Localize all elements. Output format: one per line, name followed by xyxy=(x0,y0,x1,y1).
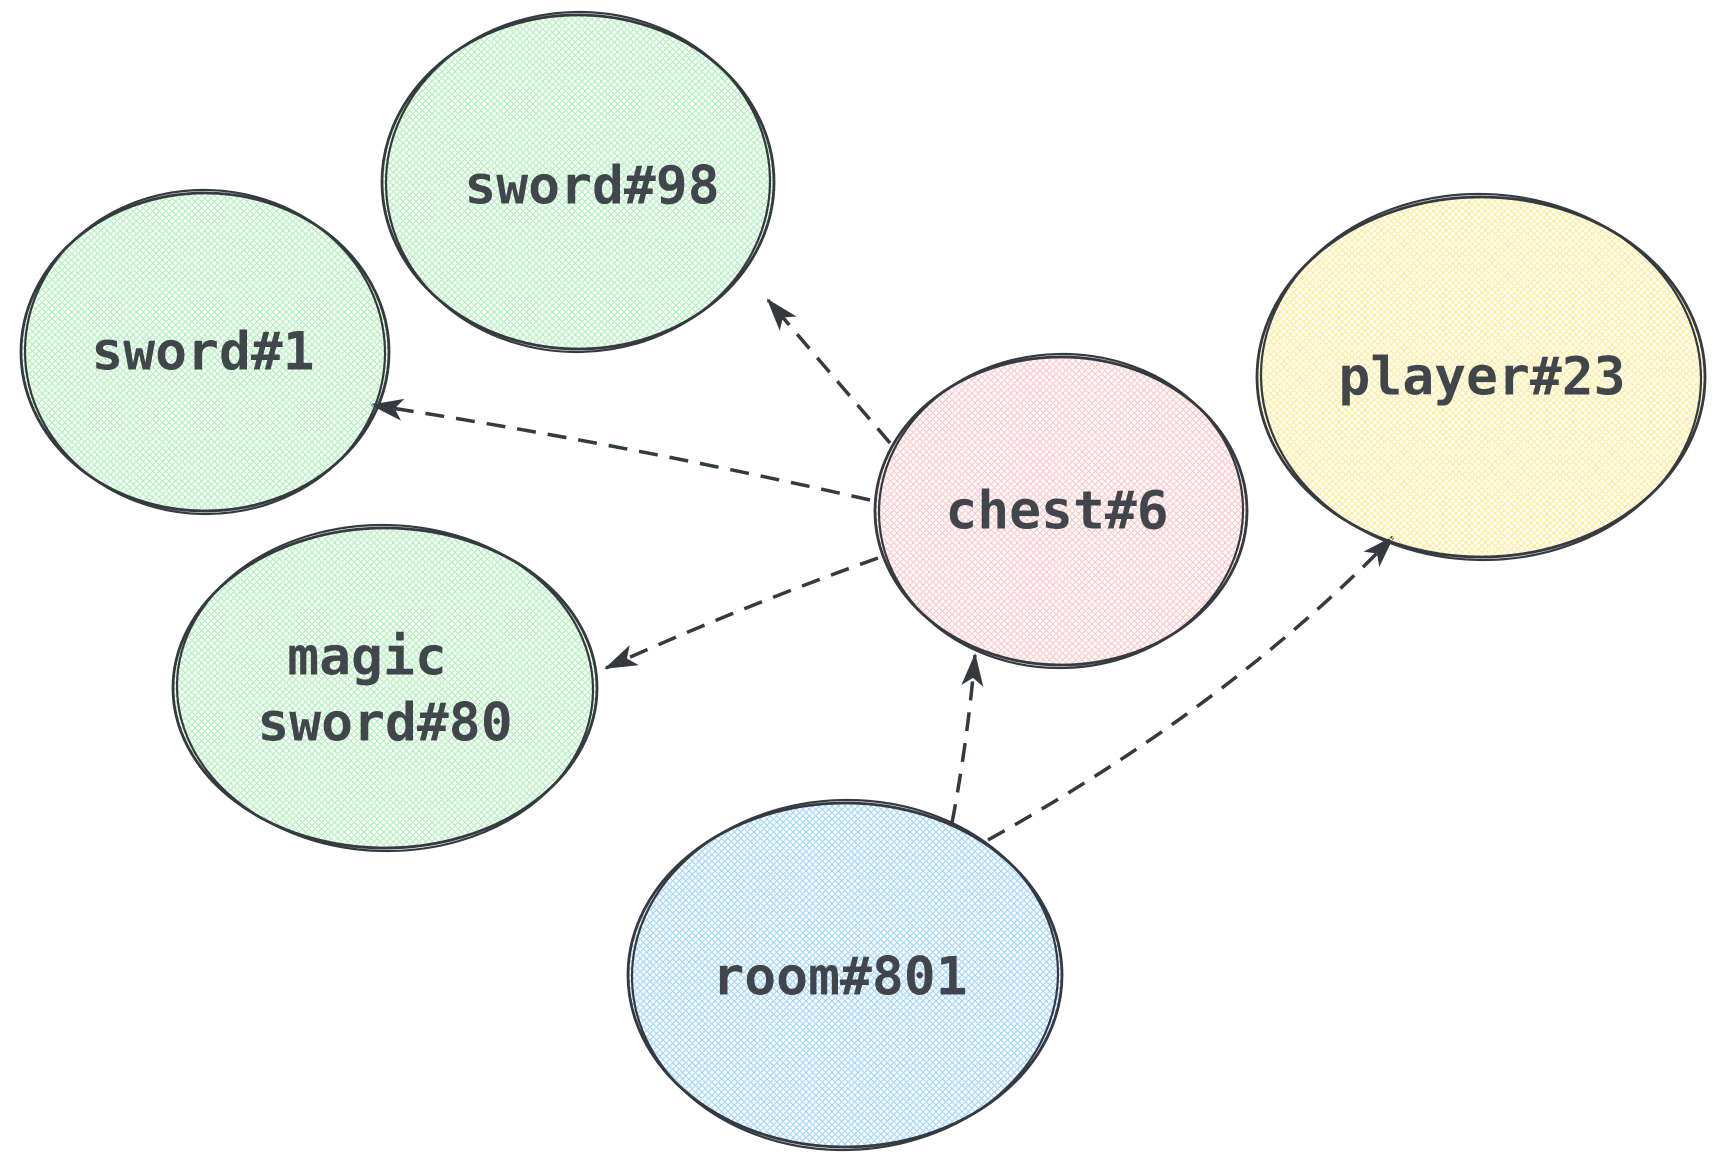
node-sword98-sketch-outline xyxy=(384,10,772,354)
node-room801-ellipse[interactable] xyxy=(626,801,1064,1149)
node-magic-sword80-sketch-outline xyxy=(175,523,595,853)
node-player23-ellipse[interactable] xyxy=(1255,195,1707,559)
node-chest6-label: chest#6 xyxy=(945,481,1168,542)
node-player23: player#23 xyxy=(1255,192,1707,562)
edge-chest6-to-sword1[interactable] xyxy=(370,398,871,502)
node-magic-sword80-ellipse[interactable] xyxy=(171,526,599,850)
node-player23-sketch-outline xyxy=(1259,192,1703,562)
node-magic-sword80-label-line1: magic xyxy=(287,627,447,688)
node-sword98: sword#98 xyxy=(380,10,776,354)
node-room801-label: room#801 xyxy=(712,947,967,1008)
node-chest6: chest#6 xyxy=(873,352,1249,670)
node-sword1-ellipse[interactable] xyxy=(19,191,391,513)
node-chest6-ellipse[interactable] xyxy=(873,355,1249,667)
node-magic-sword80-label-line2: sword#80 xyxy=(257,693,512,754)
edge-layer xyxy=(370,298,1395,842)
edge-room801-to-player23[interactable] xyxy=(987,535,1395,842)
edge-chest6-to-sword98[interactable] xyxy=(766,298,892,445)
node-sword1: sword#1 xyxy=(19,188,391,516)
node-sword1-sketch-outline xyxy=(23,188,387,516)
node-room801: room#801 xyxy=(626,798,1064,1152)
node-player23-label: player#23 xyxy=(1338,347,1625,408)
node-sword98-ellipse[interactable] xyxy=(380,13,776,351)
node-room801-sketch-outline xyxy=(630,798,1060,1152)
node-sword98-label: sword#98 xyxy=(464,156,719,217)
edge-room801-to-chest6[interactable] xyxy=(950,653,984,824)
edge-chest6-to-magic-sword80[interactable] xyxy=(604,556,879,670)
node-magic-sword80: magic sword#80 xyxy=(171,523,599,853)
node-chest6-sketch-outline xyxy=(877,352,1245,670)
node-sword1-label: sword#1 xyxy=(91,322,314,383)
